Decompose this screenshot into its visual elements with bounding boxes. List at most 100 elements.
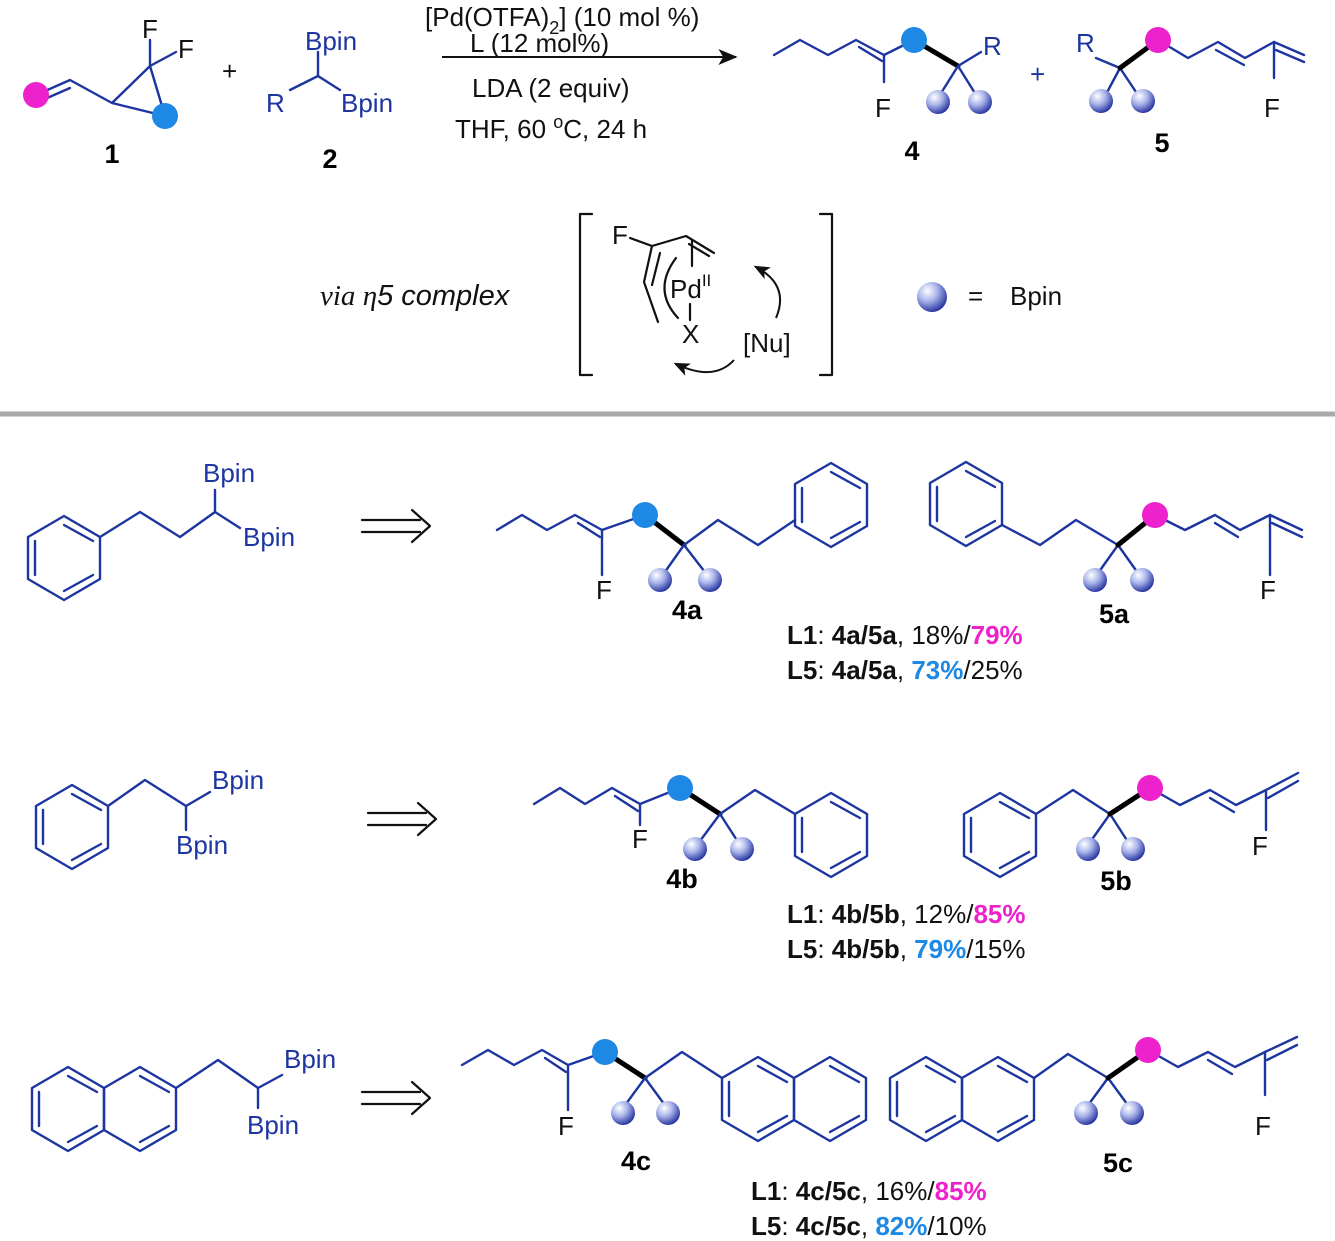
compound-label: 4a: [672, 595, 703, 625]
r-group-label: R: [1076, 28, 1095, 58]
bpin-ball-icon: [1089, 89, 1113, 113]
condition-ligand: L (12 mol%): [470, 28, 609, 58]
blue-site-dot: [667, 775, 693, 801]
bpin-ball-icon: [730, 837, 754, 861]
fluorine-label: F: [1264, 93, 1280, 123]
bpin-ball-icon: [917, 282, 947, 312]
product-5: R F 5: [1076, 27, 1306, 158]
magenta-site-dot: [1142, 502, 1168, 528]
compound-label: 5c: [1103, 1148, 1133, 1178]
bpin-label: Bpin: [284, 1044, 336, 1074]
plus-sign: +: [222, 56, 237, 86]
retro-arrow: [360, 1080, 432, 1116]
bpin-ball-icon: [656, 1101, 680, 1125]
fluorine-label: F: [178, 34, 194, 64]
bpin-ball-icon: [968, 90, 992, 114]
bpin-ball-icon: [1074, 1101, 1098, 1125]
compound-label: 2: [322, 144, 337, 174]
substrate-b: Bpin Bpin: [34, 765, 264, 871]
bpin-ball-icon: [683, 837, 707, 861]
allyl-arc: [663, 256, 680, 320]
attack-arrow: [753, 265, 781, 319]
product-4a: F 4a: [495, 461, 869, 625]
compound-label: 5b: [1100, 866, 1132, 896]
example-c: Bpin Bpin F 4c: [30, 1035, 1299, 1241]
fluorine-label: F: [1252, 831, 1268, 861]
palladium-label: PdII: [670, 271, 711, 304]
fluorine-label: F: [558, 1111, 574, 1141]
magenta-site-dot: [1135, 1037, 1161, 1063]
results-a: L1: 4a/5a, 18%/79% L5: 4a/5a, 73%/25%: [787, 620, 1023, 685]
fluorine-label: F: [875, 93, 891, 123]
result-line-l5: L5: 4c/5c, 82%/10%: [751, 1211, 987, 1241]
result-line-l1: L1: 4b/5b, 12%/85%: [787, 899, 1026, 929]
retro-arrow: [360, 508, 432, 544]
r-group-label: R: [266, 88, 285, 118]
general-reaction: F F 1 + Bpin Bpin R 2 [Pd(OTFA)2] (10 mo…: [23, 2, 1306, 174]
fluorine-label: F: [1255, 1111, 1271, 1141]
bpin-ball-icon: [1131, 89, 1155, 113]
bpin-ball-icon: [926, 90, 950, 114]
compound-label: 4c: [621, 1146, 651, 1176]
bpin-ball-icon: [611, 1101, 635, 1125]
compound-2: Bpin Bpin R 2: [266, 26, 393, 174]
blue-site-dot: [901, 27, 927, 53]
mechanism-caption: via η5 complex: [320, 280, 511, 312]
product-4b: F 4b: [532, 775, 869, 894]
bpin-label: Bpin: [341, 88, 393, 118]
result-line-l1: L1: 4a/5a, 18%/79%: [787, 620, 1023, 650]
blue-site-dot: [632, 502, 658, 528]
compound-1: F F 1: [23, 14, 194, 169]
fluorine-label: F: [596, 575, 612, 605]
compound-label: 4: [904, 136, 919, 166]
example-b: Bpin Bpin F 4b: [34, 765, 1300, 964]
bpin-ball-icon: [1076, 837, 1100, 861]
result-line-l5: L5: 4b/5b, 79%/15%: [787, 934, 1026, 964]
bpin-label: Bpin: [247, 1110, 299, 1140]
bpin-ball-icon: [648, 568, 672, 592]
product-4c: F 4c: [460, 1039, 868, 1176]
substrate-c: Bpin Bpin: [30, 1044, 336, 1153]
bpin-ball-icon: [1120, 1101, 1144, 1125]
substrate-a: Bpin Bpin: [26, 458, 295, 602]
compound-label: 5a: [1099, 599, 1130, 629]
fluorine-label: F: [142, 14, 158, 44]
legend-bpin-label: Bpin: [1010, 281, 1062, 311]
product-4: R F 4: [772, 27, 1002, 166]
legend-equals: =: [968, 281, 983, 311]
fluorine-label: F: [1260, 575, 1276, 605]
bpin-ball-icon: [698, 568, 722, 592]
magenta-site-dot: [1145, 27, 1171, 53]
results-b: L1: 4b/5b, 12%/85% L5: 4b/5b, 79%/15%: [787, 899, 1026, 964]
compound-label: 5: [1154, 128, 1169, 158]
reaction-arrow: [Pd(OTFA)2] (10 mol %) L (12 mol%) LDA (…: [425, 2, 738, 144]
product-5b: F 5b: [962, 771, 1300, 896]
bpin-ball-icon: [1083, 568, 1107, 592]
bpin-ball-icon: [1121, 837, 1145, 861]
results-c: L1: 4c/5c, 16%/85% L5: 4c/5c, 82%/10%: [751, 1176, 987, 1241]
product-5c: F 5c: [888, 1035, 1299, 1178]
example-a: Bpin Bpin F 4a: [26, 458, 1304, 685]
r-group-label: R: [983, 31, 1002, 61]
magenta-site-dot: [23, 82, 49, 108]
bpin-label: Bpin: [176, 830, 228, 860]
bpin-label: Bpin: [203, 458, 255, 488]
bpin-ball-icon: [1130, 568, 1154, 592]
bracket-left: [578, 212, 594, 377]
bpin-label: Bpin: [305, 26, 357, 56]
fluorine-label: F: [612, 220, 628, 250]
retro-arrow: [366, 801, 438, 837]
bpin-label: Bpin: [212, 765, 264, 795]
blue-site-dot: [152, 103, 178, 129]
condition-catalyst: [Pd(OTFA)2] (10 mol %): [425, 2, 699, 38]
product-5a: F 5a: [928, 460, 1304, 629]
attack-arrow: [673, 359, 735, 376]
result-line-l5: L5: 4a/5a, 73%/25%: [787, 655, 1023, 685]
condition-base: LDA (2 equiv): [472, 73, 630, 103]
condition-solvent: THF, 60 oC, 24 h: [455, 112, 647, 144]
compound-label: 1: [104, 139, 119, 169]
plus-sign: +: [1030, 59, 1045, 89]
leaving-group-label: X: [682, 319, 699, 349]
bpin-label: Bpin: [243, 522, 295, 552]
